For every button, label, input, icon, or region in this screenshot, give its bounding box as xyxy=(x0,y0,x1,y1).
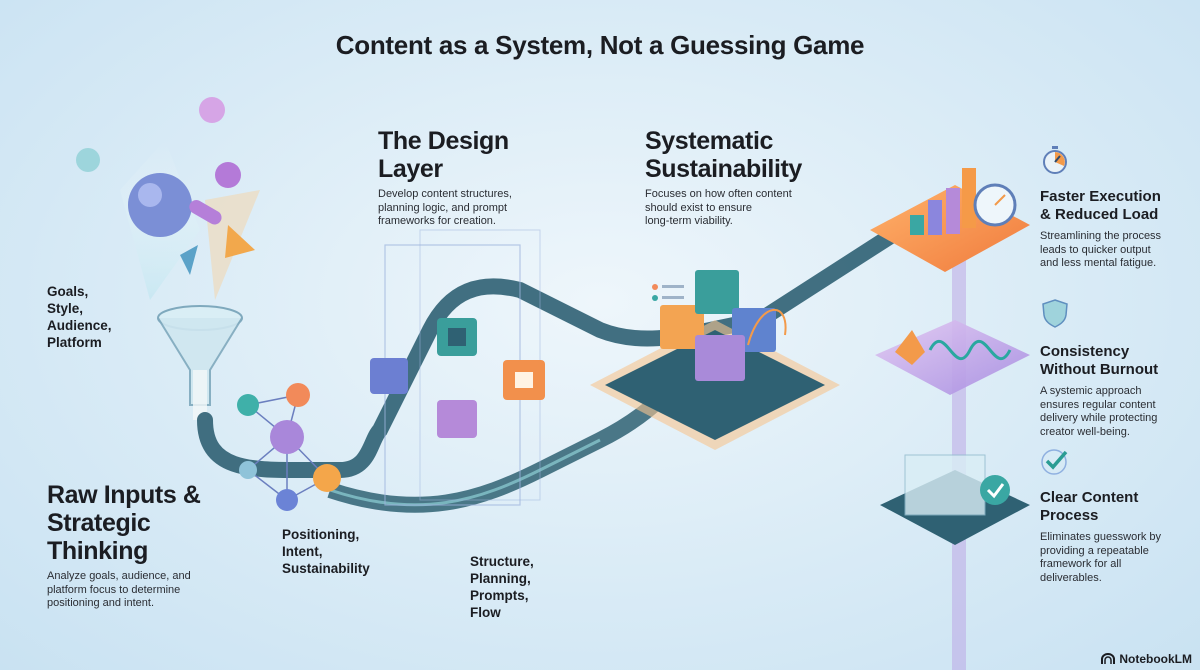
benefit-faster-execution: Faster Execution & Reduced Load Streamli… xyxy=(1040,145,1200,271)
list-item: Sustainability xyxy=(282,561,370,576)
heading-line: Strategic xyxy=(47,509,151,537)
heading-line: & Reduced Load xyxy=(1040,206,1159,223)
stopwatch-icon xyxy=(1043,146,1067,174)
input-shapes xyxy=(76,97,260,300)
flow-track xyxy=(197,222,908,478)
list-item: Intent, xyxy=(282,544,323,559)
benefit-clear-process: Clear Content Process Eliminates guesswo… xyxy=(1040,446,1200,585)
positioning-list: Positioning, Intent, Sustainability xyxy=(282,526,370,577)
heading-line: The Design xyxy=(378,127,509,155)
heading-line: Consistency xyxy=(1040,343,1130,360)
raw-inputs-heading: Raw Inputs & Strategic Thinking xyxy=(47,481,201,565)
structure-list: Structure, Planning, Prompts, Flow xyxy=(470,553,534,621)
list-item: Platform xyxy=(47,335,102,350)
network-graph xyxy=(237,383,341,511)
desc-line: delivery while protecting xyxy=(1040,412,1158,424)
notebooklm-logo: NotebookLM xyxy=(1101,652,1192,666)
heading-line: Faster Execution xyxy=(1040,188,1161,205)
benefit-heading: Faster Execution & Reduced Load xyxy=(1040,188,1200,224)
desc-line: framework for all xyxy=(1040,558,1122,570)
page-title: Content as a System, Not a Guessing Game xyxy=(335,30,865,60)
desc-line: creator well-being. xyxy=(1040,425,1130,438)
heading-line: Clear Content xyxy=(1040,489,1139,506)
list-item: Prompts, xyxy=(470,588,529,603)
desc-line: A systemic approach xyxy=(1040,385,1142,397)
desc-line: Develop content structures, xyxy=(378,188,512,200)
desc-line: positioning and intent. xyxy=(47,597,155,609)
heading-line: Without Burnout xyxy=(1040,361,1159,378)
sustainability-platform xyxy=(590,270,840,450)
desc-line: should exist to ensure xyxy=(645,201,753,214)
design-layer-description: Develop content structures, planning log… xyxy=(378,188,512,229)
brand-label: NotebookLM xyxy=(1119,652,1192,666)
desc-line: leads to quicker output xyxy=(1040,243,1151,256)
list-item: Style, xyxy=(47,301,84,316)
benefit-consistency: Consistency Without Burnout A systemic a… xyxy=(1040,298,1200,439)
desc-line: Focuses on how often content xyxy=(645,188,792,200)
list-item: Structure, xyxy=(470,554,534,569)
list-item: Audience, xyxy=(47,318,112,333)
desc-line: deliverables. xyxy=(1040,571,1102,584)
heading-line: Process xyxy=(1040,507,1099,524)
design-layer-heading: The Design Layer xyxy=(378,127,509,183)
funnel-icon xyxy=(157,305,243,420)
desc-line: Eliminates guesswork by xyxy=(1040,531,1162,543)
benefit-description: Streamlining the process leads to quicke… xyxy=(1040,230,1200,271)
list-item: Flow xyxy=(470,605,501,620)
benefit-description: A systemic approach ensures regular cont… xyxy=(1040,385,1200,439)
benefit-heading: Consistency Without Burnout xyxy=(1040,343,1200,379)
heading-line: Systematic xyxy=(645,127,774,155)
desc-line: frameworks for creation. xyxy=(378,215,496,227)
heading-line: Layer xyxy=(378,155,443,183)
shield-icon xyxy=(1042,299,1068,328)
checkmark-icon xyxy=(1041,449,1068,475)
desc-line: Streamlining the process xyxy=(1040,230,1162,242)
desc-line: Analyze goals, audience, and xyxy=(47,570,191,582)
raw-inputs-description: Analyze goals, audience, and platform fo… xyxy=(47,570,191,611)
desc-line: providing a repeatable xyxy=(1040,544,1149,557)
design-cubes xyxy=(370,229,545,506)
heading-line: Sustainability xyxy=(645,155,802,183)
benefit-heading: Clear Content Process xyxy=(1040,489,1200,525)
desc-line: ensures regular content xyxy=(1040,398,1156,411)
desc-line: long-term viability. xyxy=(645,215,733,227)
heading-line: Thinking xyxy=(47,537,148,565)
list-item: Planning, xyxy=(470,571,531,586)
sustainability-description: Focuses on how often content should exis… xyxy=(645,188,792,229)
list-item: Positioning, xyxy=(282,527,360,542)
heading-line: Raw Inputs & xyxy=(47,481,201,509)
desc-line: planning logic, and prompt xyxy=(378,201,508,214)
desc-line: and less mental fatigue. xyxy=(1040,257,1157,269)
desc-line: platform focus to determine xyxy=(47,583,181,596)
notebooklm-icon xyxy=(1101,653,1116,664)
sustainability-heading: Systematic Sustainability xyxy=(645,127,802,183)
list-item: Goals, xyxy=(47,284,89,299)
benefit-description: Eliminates guesswork by providing a repe… xyxy=(1040,531,1200,585)
inputs-list: Goals, Style, Audience, Platform xyxy=(47,283,112,351)
outcome-platforms xyxy=(870,168,1030,670)
